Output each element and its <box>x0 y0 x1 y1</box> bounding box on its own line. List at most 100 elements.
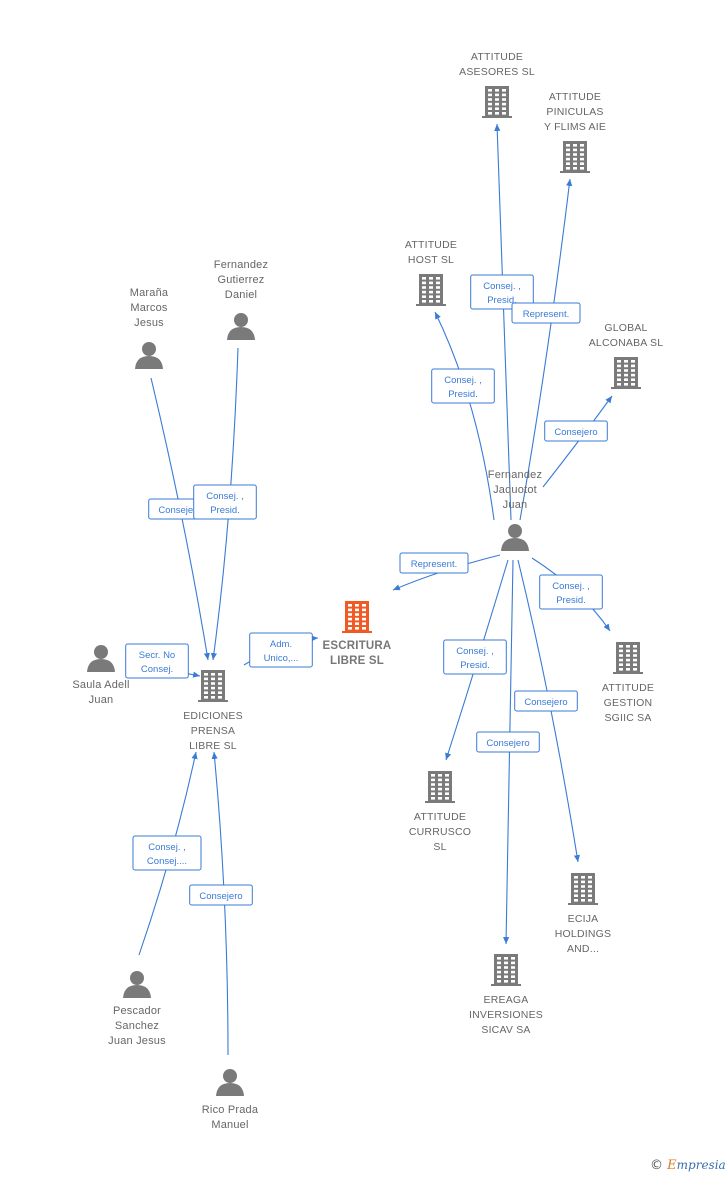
edge-label-fernandez_jaquotot-to-ereaga[interactable]: Consejero <box>476 731 540 753</box>
node-label-line: Fernandez <box>488 469 542 481</box>
node-label-line: HOLDINGS <box>555 928 611 940</box>
company-focus-icon[interactable] <box>342 601 372 633</box>
edges-layer <box>125 123 613 1056</box>
building-icon[interactable] <box>482 86 512 118</box>
building-icon[interactable] <box>613 642 643 674</box>
edge-label-fernandez_jaquotot-to-escritura[interactable]: Represent. <box>399 552 469 574</box>
node-label-line: ATTITUDE <box>414 811 466 823</box>
node-label-line: SGIIC SA <box>604 712 651 724</box>
node-label-line: ALCONABA SL <box>589 337 664 349</box>
node-label-line: Gutierrez <box>217 274 264 286</box>
building-icon[interactable] <box>491 954 521 986</box>
node-label-line: PINICULAS <box>546 106 603 118</box>
node-label-line: ESCRITURA <box>323 640 392 652</box>
edge-label-box <box>511 302 581 324</box>
node-label-line: Jaquotot <box>493 484 537 496</box>
building-icon[interactable] <box>568 873 598 905</box>
building-icon[interactable] <box>198 670 228 702</box>
edge-label-box <box>125 643 189 679</box>
edge-label-fernandez_jaquotot-to-attitude_asesores[interactable]: Consej. , Presid. <box>470 274 534 310</box>
edge-fernandez_jaquotot-to-ereaga <box>503 559 514 945</box>
edge-label-fernandez_jaquotot-to-attitude_currusco[interactable]: Consej. , Presid. <box>443 639 507 675</box>
node-label-line: HOST SL <box>408 254 454 266</box>
person-icon[interactable] <box>501 524 529 551</box>
node-label-line: ATTITUDE <box>471 51 523 63</box>
node-label-line: SICAV SA <box>481 1024 530 1036</box>
edge-label-box <box>431 368 495 404</box>
edge-label-text: Presid. <box>448 389 478 400</box>
edge-label-text: Consej. , <box>444 375 482 386</box>
edge-label-text: Consejero <box>158 505 201 516</box>
node-label-line: INVERSIONES <box>469 1009 543 1021</box>
brand-name: mpresia <box>676 1158 726 1172</box>
edge-label-rico-to-ediciones[interactable]: Consejero <box>189 884 253 906</box>
edge-label-text: Consej. , <box>206 491 244 502</box>
node-label-line: EDICIONES <box>183 710 243 722</box>
copyright-symbol: © <box>650 1158 663 1173</box>
edge-label-text: Presid. <box>460 660 490 671</box>
edge-label-box <box>132 835 202 871</box>
edge-label-box <box>193 484 257 520</box>
edge-label-text: Consej. , <box>483 281 521 292</box>
node-label-line: Y FLIMS AIE <box>544 121 606 133</box>
edge-fernandez_jaquotot-to-attitude_host <box>434 311 495 521</box>
edge-label-fernandez_jaquotot-to-ecija[interactable]: Consejero <box>514 690 578 712</box>
edge-label-fernandez_jaquotot-to-attitude_piniculas[interactable]: Represent. <box>511 302 581 324</box>
person-icon[interactable] <box>216 1069 244 1096</box>
building-icon[interactable] <box>611 357 641 389</box>
edge-label-fernandez_gutierrez-to-ediciones[interactable]: Consej. , Presid. <box>193 484 257 520</box>
node-label-line: Juan Jesus <box>108 1035 166 1047</box>
building-icon[interactable] <box>560 141 590 173</box>
edge-label-text: Presid. <box>210 505 240 516</box>
person-icon[interactable] <box>87 645 115 672</box>
edge-label-box <box>514 690 578 712</box>
node-ecija[interactable]: ECIJAHOLDINGSAND... <box>555 873 611 955</box>
edge-label-box <box>189 884 253 906</box>
person-icon[interactable] <box>123 971 151 998</box>
edge-label-text: Consejero <box>199 891 242 902</box>
edge-label-box <box>443 639 507 675</box>
edge-fernandez_jaquotot-to-attitude_piniculas <box>519 178 573 521</box>
person-icon[interactable] <box>227 313 255 340</box>
node-label-line: Saula Adell <box>72 679 129 691</box>
building-icon[interactable] <box>416 274 446 306</box>
edge-label-text: Consej. <box>141 664 173 675</box>
edge-label-fernandez_jaquotot-to-global_alconaba[interactable]: Consejero <box>544 420 608 442</box>
edge-label-text: Consej. , <box>456 646 494 657</box>
edge-label-ediciones-to-escritura[interactable]: Adm.Unico,... <box>249 632 313 668</box>
edge-label-text: Consej. , <box>552 581 590 592</box>
edge-label-box <box>399 552 469 574</box>
edge-label-pescador-to-ediciones[interactable]: Consej. ,Consej.... <box>132 835 202 871</box>
edge-fernandez_jaquotot-to-attitude_asesores <box>494 123 512 521</box>
edge-label-text: Consej.... <box>147 856 187 867</box>
building-icon[interactable] <box>425 771 455 803</box>
node-label-line: Juan <box>89 694 114 706</box>
edge-label-box <box>249 632 313 668</box>
node-label-line: GESTION <box>604 697 653 709</box>
node-label-line: Jesus <box>134 317 164 329</box>
person-icon[interactable] <box>135 342 163 369</box>
brand-initial: E <box>667 1158 677 1173</box>
footer-watermark: © Empresia <box>650 1158 726 1173</box>
edge-label-text: Presid. <box>487 295 517 306</box>
node-label-line: ECIJA <box>568 913 599 925</box>
edge-label-fernandez_jaquotot-to-attitude_gestion[interactable]: Consej. ,Presid. <box>539 574 603 610</box>
edge-label-fernandez_jaquotot-to-attitude_host[interactable]: Consej. , Presid. <box>431 368 495 404</box>
